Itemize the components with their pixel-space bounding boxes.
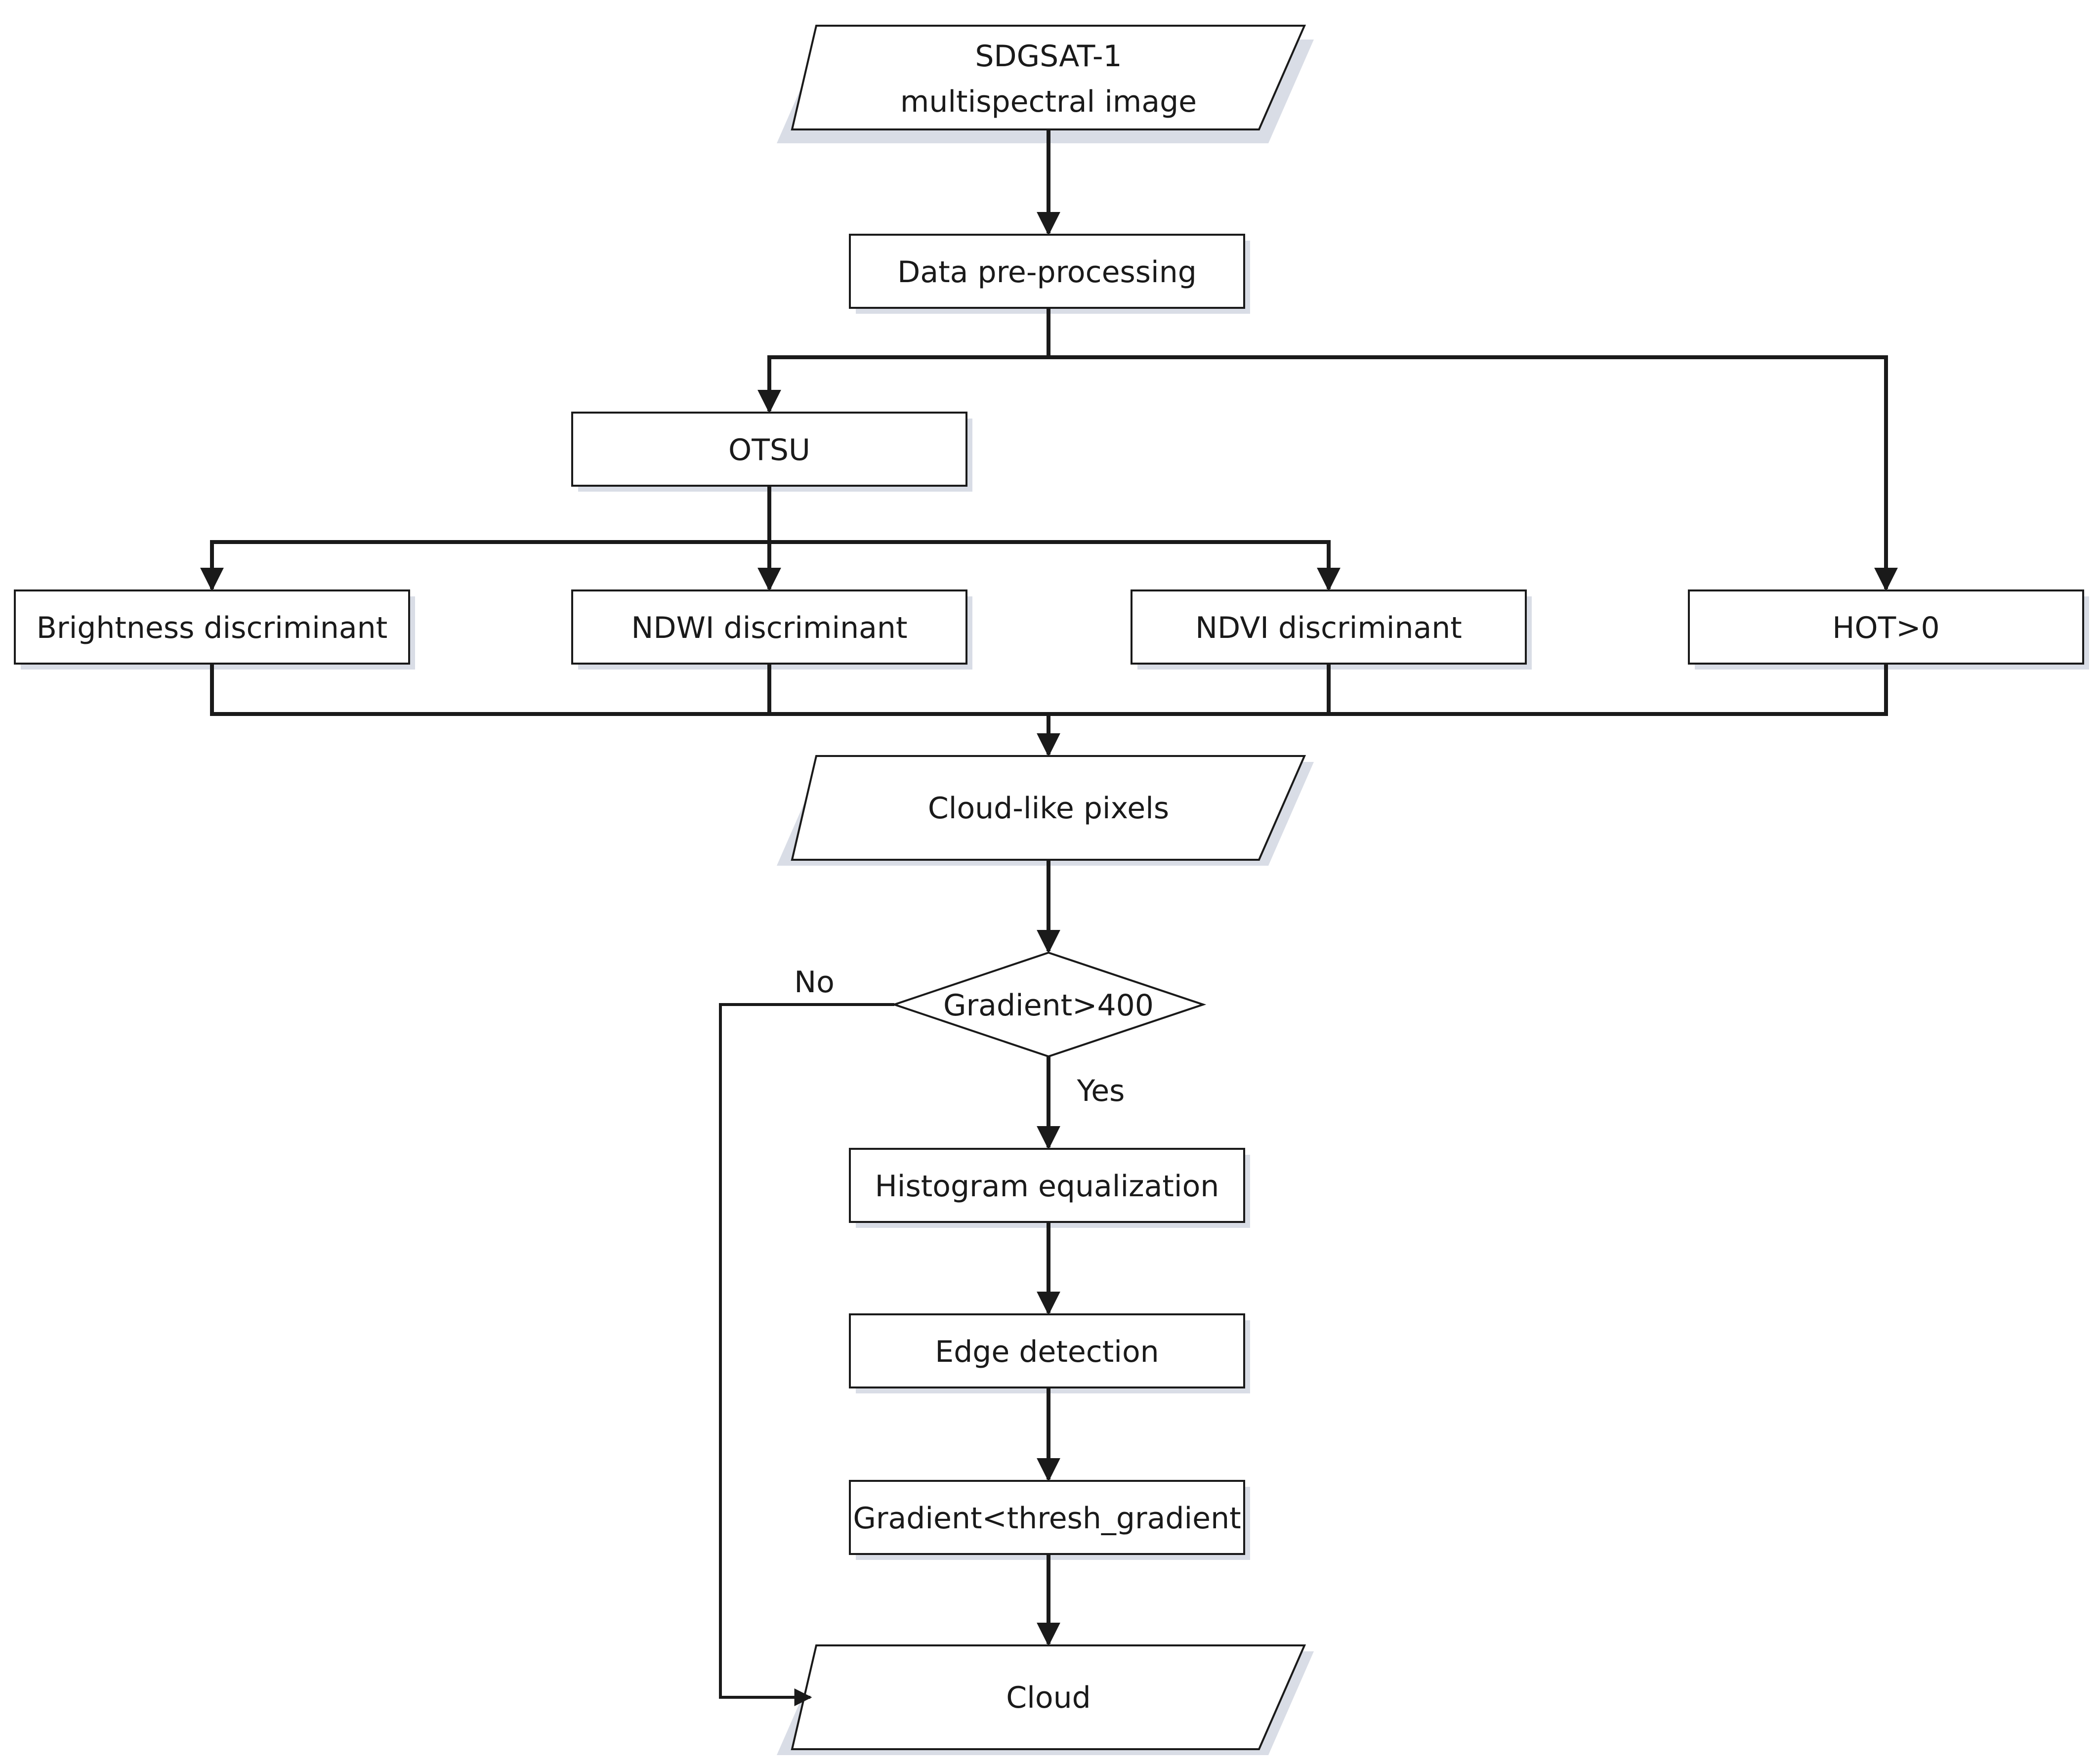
histeq-node: Histogram equalization <box>849 1148 1245 1223</box>
decision-label: Gradient>400 <box>943 988 1154 1023</box>
cloudlike-node: Cloud-like pixels <box>791 755 1306 861</box>
preprocess-node: Data pre-processing <box>849 234 1245 309</box>
brightness-label: Brightness discriminant <box>37 611 387 645</box>
preprocess-label: Data pre-processing <box>897 255 1197 290</box>
hot-node: HOT>0 <box>1688 589 2084 665</box>
gradthresh-node: Gradient<thresh_gradient <box>849 1480 1245 1555</box>
histeq-box <box>849 1148 1245 1223</box>
ndwi-node: NDWI discriminant <box>571 589 967 665</box>
cloudlike-parallelogram <box>791 755 1306 861</box>
otsu-box <box>571 412 967 487</box>
edge-label-yes: Yes <box>1077 1074 1125 1108</box>
edge-label-no: No <box>794 965 835 1000</box>
edge-node: Edge detection <box>849 1313 1245 1388</box>
gradthresh-box <box>849 1480 1245 1555</box>
brightness-node: Brightness discriminant <box>14 589 410 665</box>
line-preprocess-split <box>757 308 1050 414</box>
ndwi-box <box>571 589 967 665</box>
input-parallelogram <box>791 25 1306 130</box>
otsu-node: OTSU <box>571 412 967 487</box>
cloud-node: Cloud <box>791 1644 1306 1750</box>
histeq-label: Histogram equalization <box>875 1169 1219 1204</box>
ndwi-label: NDWI discriminant <box>631 611 908 645</box>
arrow-otsu-to-brightness <box>200 540 769 591</box>
arrow-decision-no <box>719 1003 894 1706</box>
cloudlike-label: Cloud-like pixels <box>928 791 1169 826</box>
ndvi-node: NDVI discriminant <box>1131 589 1527 665</box>
decision-node: Gradient>400 <box>891 951 1207 1058</box>
connectors <box>200 129 1898 1706</box>
cloud-label: Cloud <box>1006 1680 1090 1715</box>
input-node: SDGSAT-1 multispectral image <box>791 25 1306 130</box>
arrow-otsu-to-ndvi <box>769 540 1341 591</box>
edge-box <box>849 1313 1245 1388</box>
input-label-line2: multispectral image <box>900 84 1197 119</box>
input-label-line1: SDGSAT-1 <box>975 39 1122 74</box>
edge-label: Edge detection <box>935 1335 1159 1369</box>
otsu-label: OTSU <box>728 433 810 467</box>
line-merge-bus <box>210 664 1888 716</box>
arrow-preprocess-to-hot <box>1048 355 1898 591</box>
ndvi-label: NDVI discriminant <box>1195 611 1462 645</box>
gradthresh-label: Gradient<thresh_gradient <box>853 1501 1241 1536</box>
cloud-parallelogram <box>791 1644 1306 1750</box>
hot-label: HOT>0 <box>1832 611 1939 645</box>
brightness-box <box>14 589 410 665</box>
